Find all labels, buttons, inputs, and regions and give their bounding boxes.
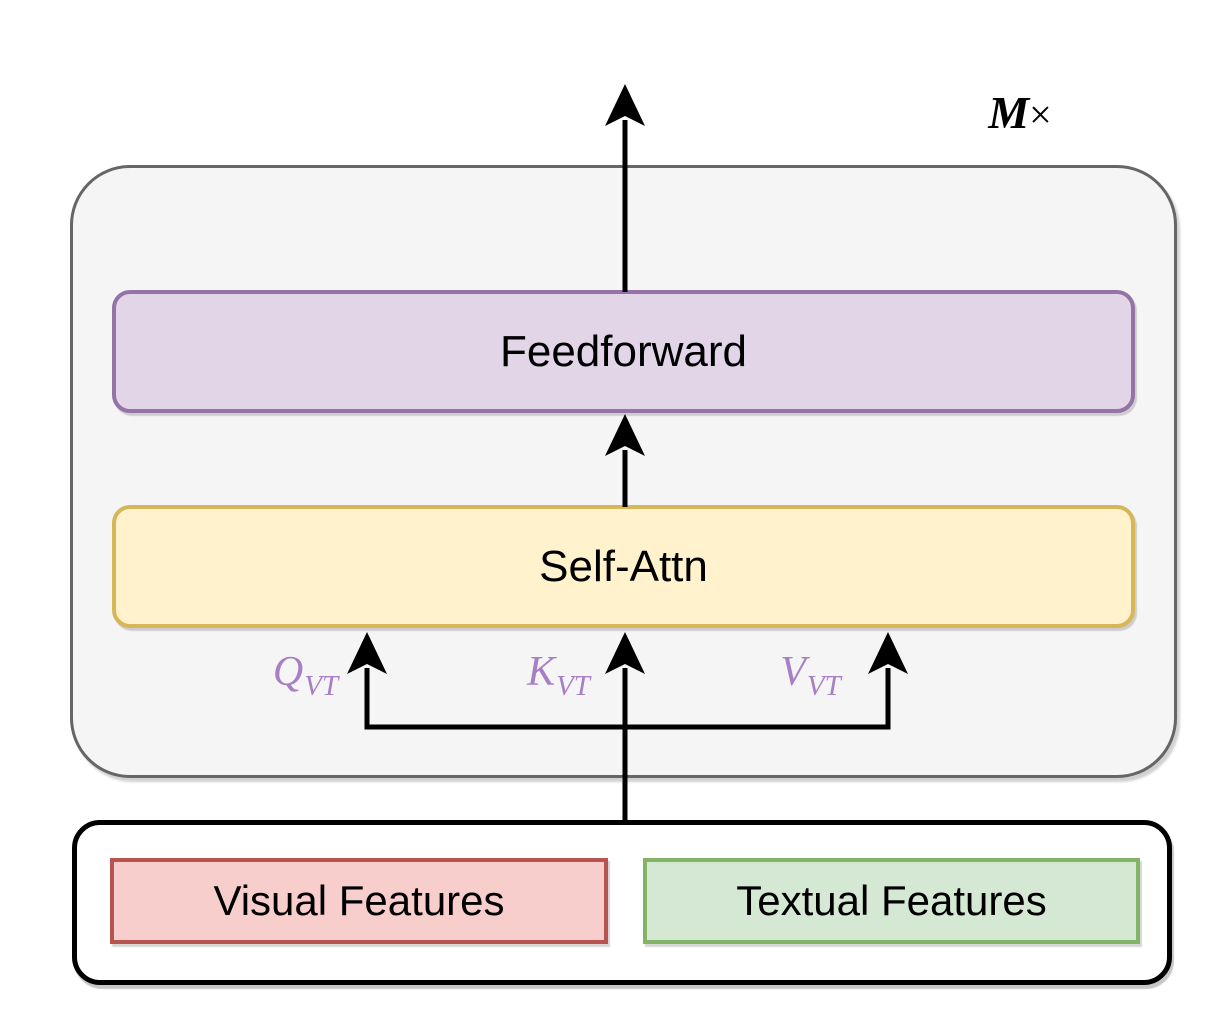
multiply-symbol: × xyxy=(1029,92,1052,137)
visual-features-block: Visual Features xyxy=(110,858,608,944)
self-attn-label: Self-Attn xyxy=(539,541,708,591)
value-symbol: V xyxy=(780,649,806,695)
repeat-variable: M xyxy=(988,87,1030,138)
value-label: VVT xyxy=(745,648,875,702)
feedforward-block: Feedforward xyxy=(112,290,1135,413)
repeat-count-label: M× xyxy=(960,86,1080,139)
query-subscript: VT xyxy=(304,670,339,702)
visual-features-label: Visual Features xyxy=(213,877,505,924)
key-label: KVT xyxy=(493,648,623,702)
transformer-layer-container xyxy=(70,165,1177,778)
query-label: QVT xyxy=(240,648,370,702)
value-subscript: VT xyxy=(806,670,841,702)
self-attn-block: Self-Attn xyxy=(112,505,1135,628)
textual-features-block: Textual Features xyxy=(643,858,1140,944)
feedforward-label: Feedforward xyxy=(499,326,747,376)
key-symbol: K xyxy=(527,649,556,695)
key-subscript: VT xyxy=(556,670,590,702)
textual-features-label: Textual Features xyxy=(736,877,1047,924)
query-symbol: Q xyxy=(272,649,304,695)
